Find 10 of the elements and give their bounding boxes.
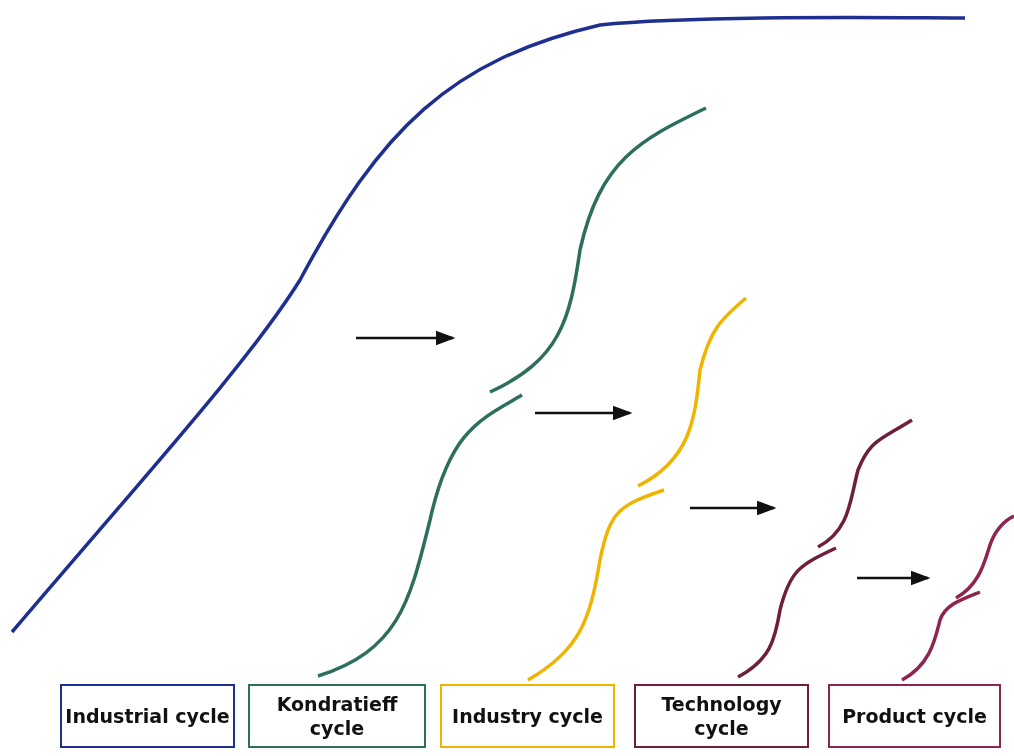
cycle-label: Product cycle: [842, 704, 987, 728]
cycle-label: Kondratieff cycle: [275, 692, 399, 740]
cycle-box: [440, 684, 615, 748]
cycle-box: [248, 684, 426, 748]
cycle-box: [634, 684, 809, 748]
cycle-box: [828, 684, 1001, 748]
cycle-label: Industry cycle: [452, 704, 603, 728]
cycle-box: [60, 684, 235, 748]
cycle-label: Industrial cycle: [65, 704, 230, 728]
cycle-label: Technology cycle: [660, 692, 783, 740]
